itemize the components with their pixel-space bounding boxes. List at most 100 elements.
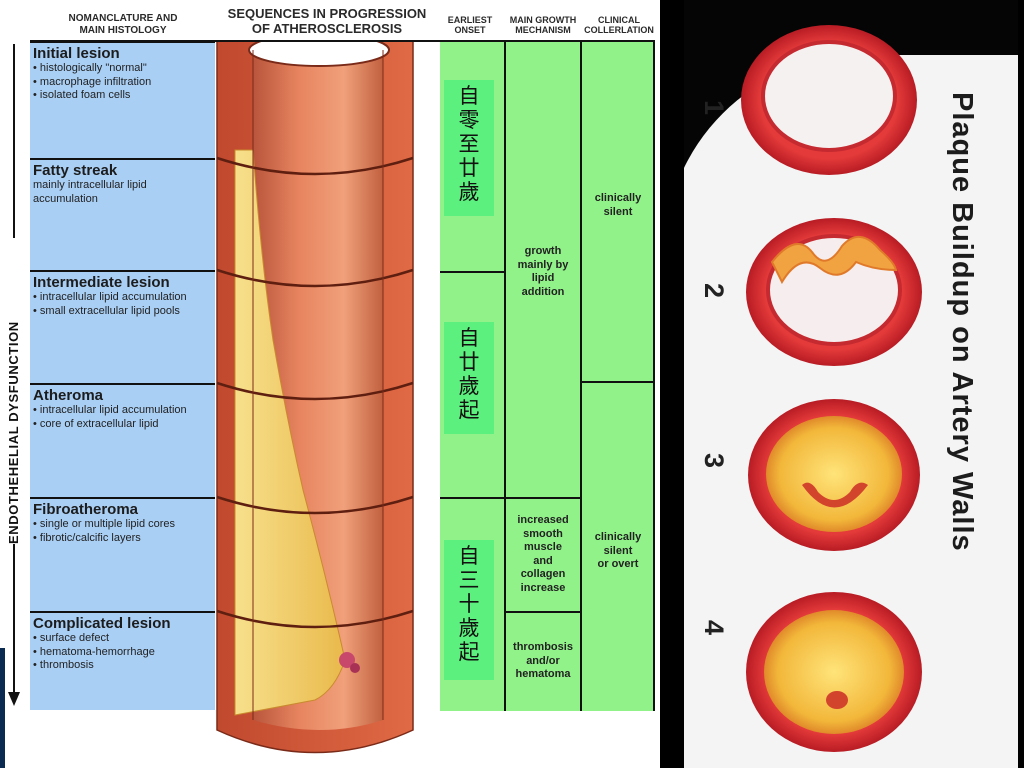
stage-item: • small extracellular lipid pools xyxy=(33,304,180,317)
stage-item: • single or multiple lipid cores xyxy=(33,518,176,530)
onset-char: 十 xyxy=(458,592,480,616)
stage-item: • fibrotic/calcific layers xyxy=(33,531,141,544)
artery-illustration xyxy=(216,40,414,754)
model-4-lumen xyxy=(826,691,848,709)
thrombus xyxy=(350,663,360,673)
mechanism-line: growth xyxy=(524,245,562,257)
stage-item: • macrophage infiltration xyxy=(33,75,152,88)
clinical-line: silent xyxy=(603,544,633,557)
divider xyxy=(30,40,654,42)
mechanism-line: increased xyxy=(517,514,569,526)
right-edge-strip xyxy=(1018,0,1024,768)
segment-ring xyxy=(216,381,414,401)
mechanism-line: collagen xyxy=(520,568,566,581)
plaque-photo: 1 2 3 4 Plaque Buildup on Artery Walls xyxy=(684,0,1018,768)
onset-char: 起 xyxy=(458,398,480,422)
stage-item: mainly intracellular lipid xyxy=(33,179,147,191)
divider xyxy=(582,381,654,383)
header-nomenclature-line2: MAIN HISTOLOGY xyxy=(79,24,167,36)
onset-char: 歲 xyxy=(458,374,480,398)
model-3-lumen xyxy=(802,482,868,508)
onset-label-0-20: 自 零 至 廿 歲 xyxy=(444,80,494,216)
stage-title: Fibroatheroma xyxy=(33,501,139,518)
mechanism-line: addition xyxy=(521,285,565,298)
mechanism-line: muscle xyxy=(524,541,562,554)
stage-atheroma: Atheroma • intracellular lipid accumulat… xyxy=(30,383,215,498)
stage-title: Complicated lesion xyxy=(33,615,171,632)
mechanism-line: lipid xyxy=(531,272,555,285)
segment-ring xyxy=(216,156,414,176)
clinical-silent-or-overt: clinically silent or overt xyxy=(582,531,654,572)
mechanism-smooth-muscle: increased smooth muscle and collagen inc… xyxy=(505,514,581,596)
stage-item: • core of extracellular lipid xyxy=(33,417,159,430)
segment-ring xyxy=(216,268,414,288)
stage-item: • intracellular lipid accumulation xyxy=(33,404,187,416)
onset-char: 零 xyxy=(458,108,480,132)
mechanism-line: thrombosis xyxy=(513,641,573,653)
header-nomenclature: NOMANCLATURE AND MAIN HISTOLOGY xyxy=(48,13,198,36)
stage-item: • intracellular lipid accumulation xyxy=(33,291,187,303)
header-sequences-line2: OF ATHEROSCLEROSIS xyxy=(251,20,403,36)
stage-initial-lesion: Initial lesion • histologically "normal"… xyxy=(30,41,215,159)
onset-label-30: 自 三 十 歲 起 xyxy=(444,540,494,680)
mechanism-thrombosis: thrombosis and/or hematoma xyxy=(505,641,581,682)
model-number-1: 1 xyxy=(699,99,730,116)
header-nomenclature-line1: NOMANCLATURE AND xyxy=(68,13,178,24)
onset-char: 三 xyxy=(458,568,480,592)
onset-char: 歲 xyxy=(458,180,480,204)
stage-title: Atheroma xyxy=(33,387,104,404)
segment-ring xyxy=(216,495,414,515)
stage-title: Initial lesion xyxy=(33,45,120,62)
header-clinical-line1: CLINICAL xyxy=(598,15,640,25)
thrombus xyxy=(339,652,355,668)
stage-intermediate-lesion: Intermediate lesion • intracellular lipi… xyxy=(30,270,215,384)
header-onset: EARLIEST ONSET xyxy=(440,15,500,36)
header-onset-line2: ONSET xyxy=(454,25,486,36)
center-divider-strip xyxy=(660,0,684,768)
model-2-plaque xyxy=(770,236,898,285)
onset-char: 至 xyxy=(458,132,480,156)
clinical-line: or overt xyxy=(597,558,639,571)
model-1-inner xyxy=(761,40,897,152)
side-label-bg xyxy=(5,238,23,544)
mechanism-line: and xyxy=(533,554,553,567)
header-mechanism-line1: MAIN GROWTH xyxy=(509,15,577,25)
onset-char: 歲 xyxy=(458,616,480,640)
artery-models xyxy=(741,25,922,752)
stage-item: accumulation xyxy=(33,192,98,205)
clinical-column xyxy=(582,41,654,711)
stage-item: • histologically "normal" xyxy=(33,62,147,74)
divider xyxy=(440,497,581,499)
photo-title: Plaque Buildup on Artery Walls xyxy=(946,92,978,552)
mechanism-line: hematoma xyxy=(515,668,571,681)
onset-char: 廿 xyxy=(458,350,480,374)
stage-title: Fatty streak xyxy=(33,162,118,179)
clinical-line: silent xyxy=(603,205,633,218)
onset-char: 廿 xyxy=(458,156,480,180)
segment-ring xyxy=(216,609,414,629)
mechanism-column xyxy=(505,41,581,711)
artery-opening xyxy=(248,40,390,67)
header-clinical: CLINICAL COLLERLATION xyxy=(581,15,657,36)
model-4-fill xyxy=(764,610,904,734)
stage-item: • hematoma-hemorrhage xyxy=(33,645,155,658)
onset-char: 自 xyxy=(458,84,480,108)
mechanism-line: smooth xyxy=(523,527,563,540)
divider xyxy=(653,40,655,711)
clinical-silent: clinically silent xyxy=(582,192,654,219)
stage-fibroatheroma: Fibroatheroma • single or multiple lipid… xyxy=(30,497,215,612)
mechanism-line: mainly by xyxy=(517,258,569,271)
header-sequences-line1: SEQUENCES IN PROGRESSION xyxy=(227,6,427,21)
header-clinical-line2: COLLERLATION xyxy=(584,25,654,36)
mechanism-line: and/or xyxy=(526,654,560,667)
onset-char: 起 xyxy=(458,640,480,664)
header-sequences: SEQUENCES IN PROGRESSION OF ATHEROSCLERO… xyxy=(212,6,442,37)
divider xyxy=(580,40,582,711)
atherosclerosis-diagram: NOMANCLATURE AND MAIN HISTOLOGY SEQUENCE… xyxy=(5,6,657,754)
header-mechanism-line2: MECHANISM xyxy=(515,25,571,36)
mechanism-line: increase xyxy=(520,581,566,594)
stage-fatty-streak: Fatty streak mainly intracellular lipid … xyxy=(30,158,215,271)
stage-item: • surface defect xyxy=(33,632,110,644)
model-3-fill xyxy=(766,416,902,532)
header-mechanism: MAIN GROWTH MECHANISM xyxy=(505,15,581,36)
